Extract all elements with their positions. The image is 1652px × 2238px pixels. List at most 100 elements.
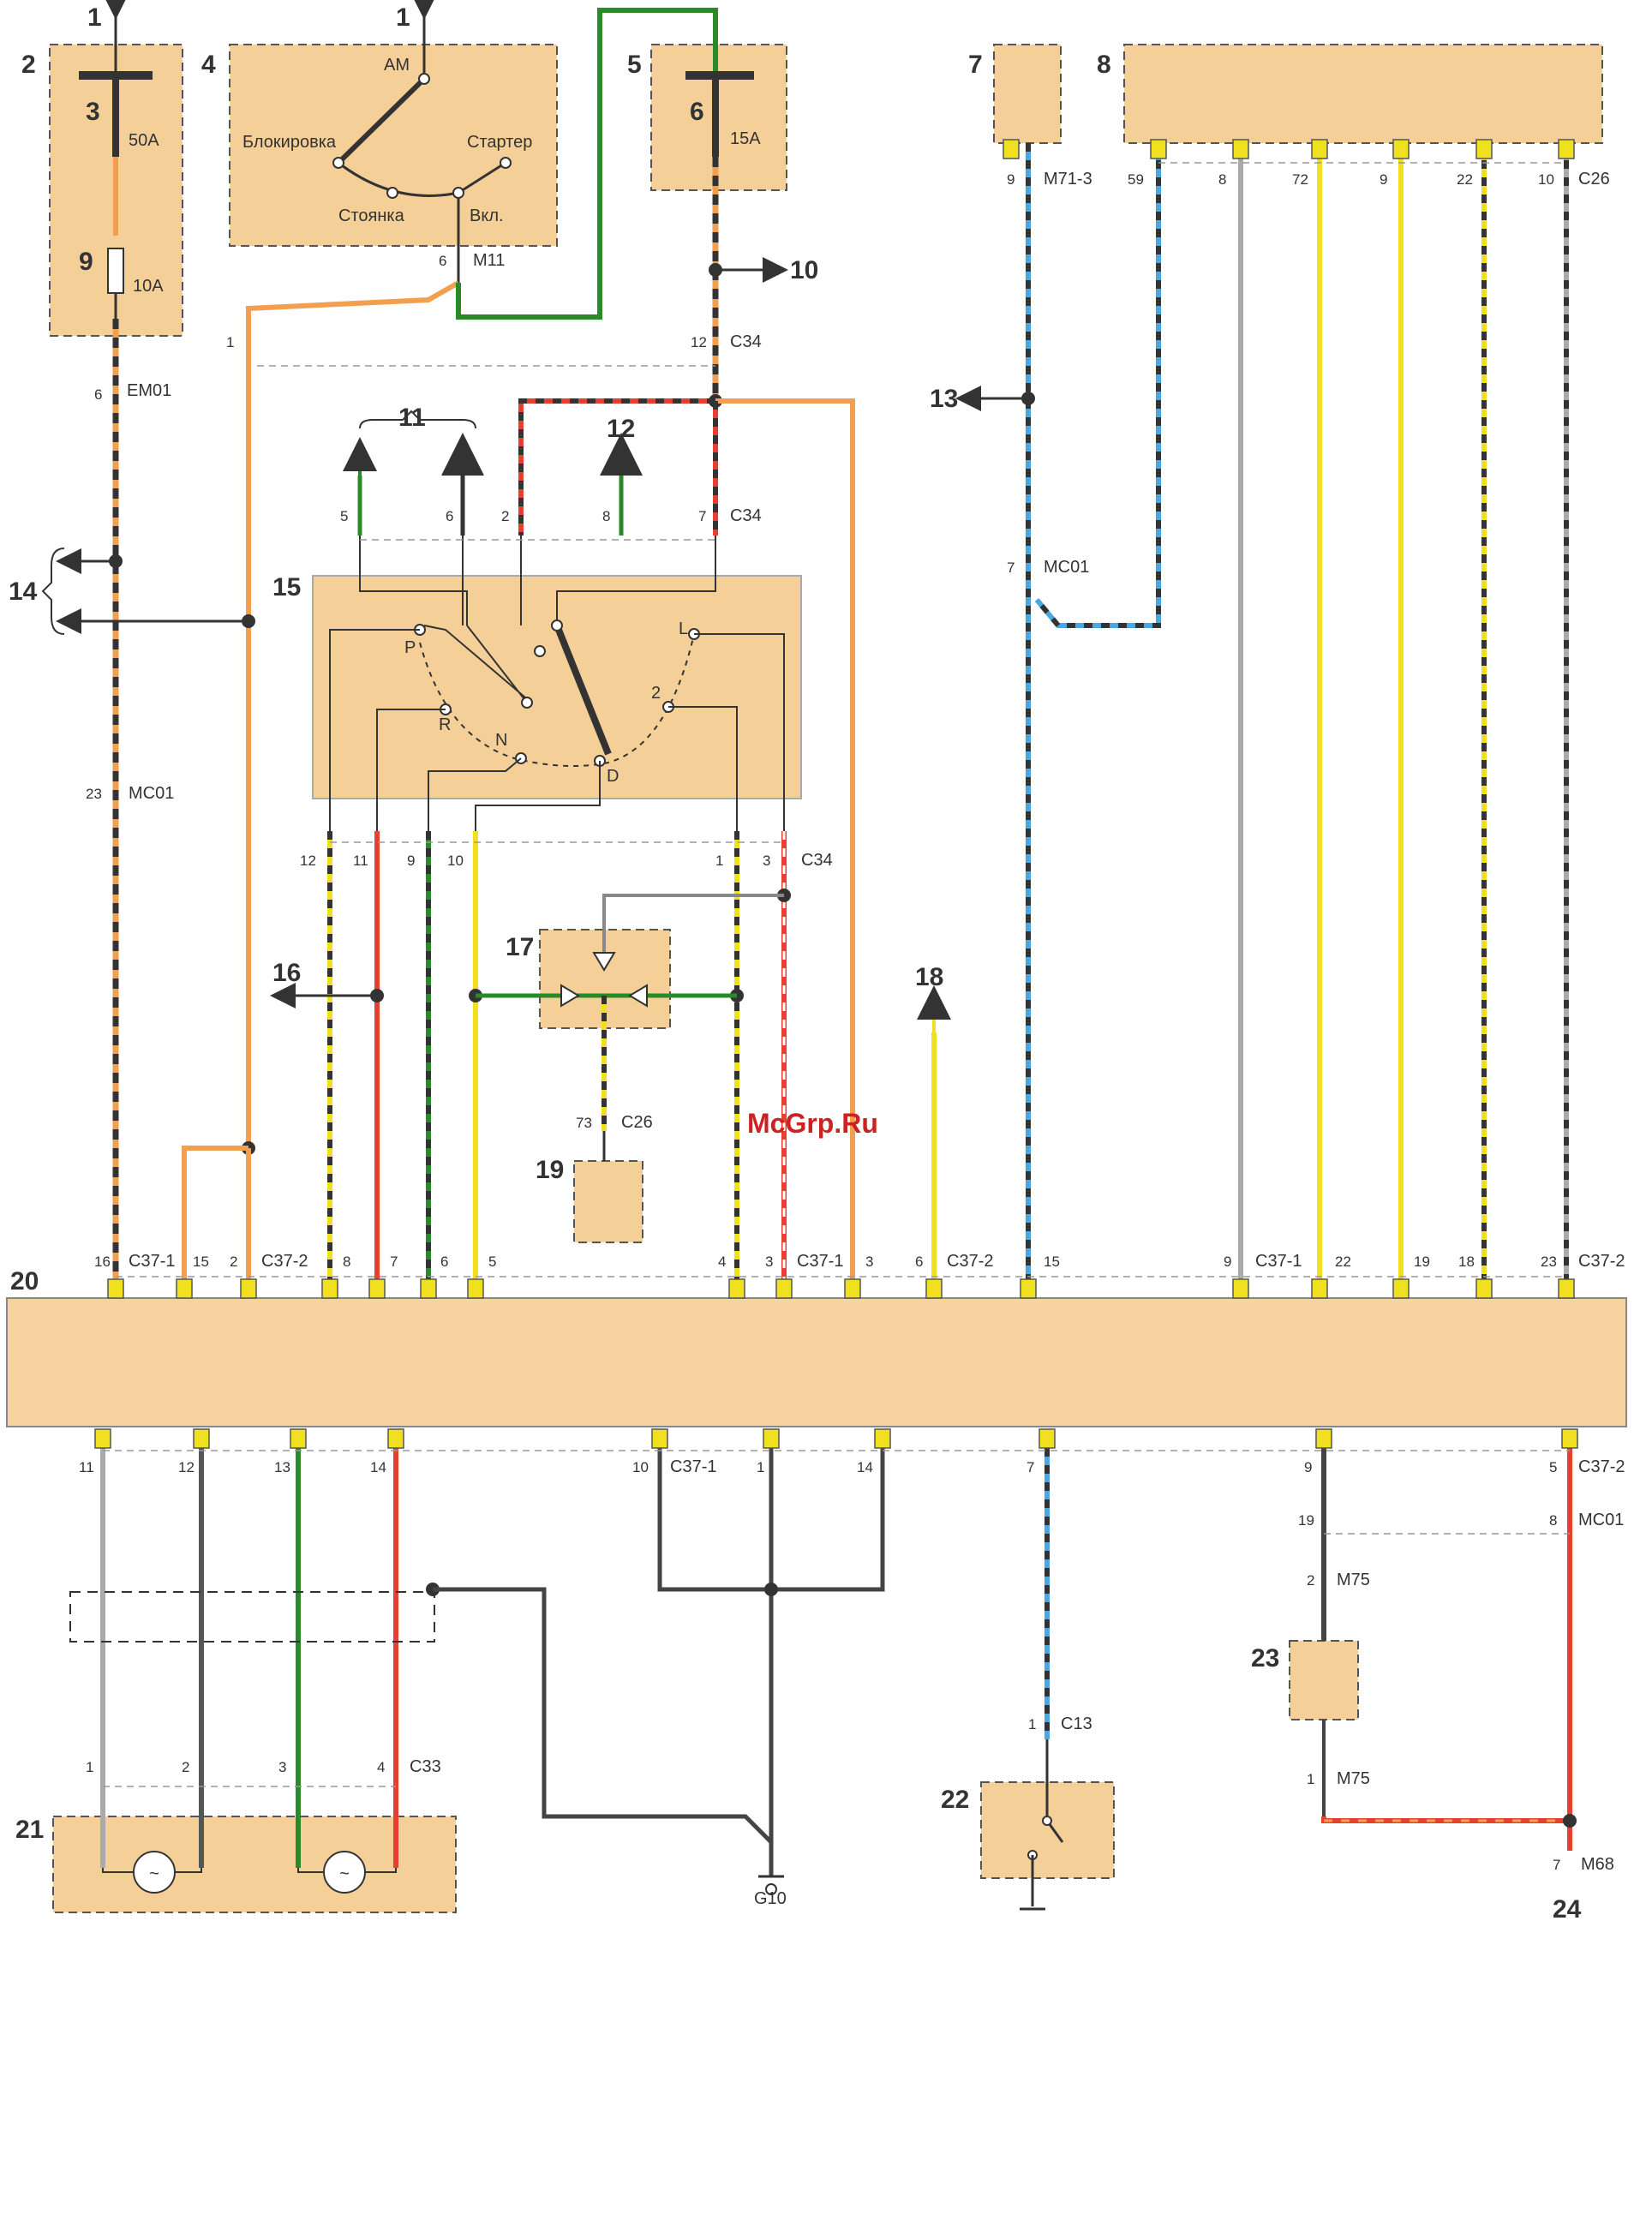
pin-label: 7 xyxy=(390,1254,398,1270)
terminal-block xyxy=(844,1278,861,1299)
pin-label: 6 xyxy=(915,1254,923,1270)
pin-label: 9 xyxy=(1224,1254,1231,1270)
pin-label: 72 xyxy=(1292,171,1308,188)
pin-label: 1 xyxy=(757,1459,764,1475)
pin-label: 7 xyxy=(1007,560,1015,576)
switch-contact-park xyxy=(386,187,398,199)
switch-contact-am xyxy=(418,73,430,85)
shield-symbol xyxy=(69,1591,435,1643)
terminal-block xyxy=(1232,1278,1249,1299)
pin-label: 9 xyxy=(1380,171,1387,188)
pin-label: 2 xyxy=(501,508,509,524)
bracket-11 xyxy=(359,410,476,429)
conn-c26-b: C26 xyxy=(621,1113,653,1132)
wire-orange-c37-3 xyxy=(715,398,855,1281)
terminal-block xyxy=(763,1428,780,1449)
callout-3: 3 xyxy=(86,98,100,126)
conn-c37-2-b: C37-2 xyxy=(947,1252,993,1271)
conn-c34-c: C34 xyxy=(801,851,833,870)
callout-11: 11 xyxy=(398,404,426,432)
terminal-block xyxy=(925,1278,943,1299)
ignition-switch-box-4 xyxy=(229,44,558,247)
conn-c37-1-c: C37-1 xyxy=(1255,1252,1302,1271)
pin-label: 73 xyxy=(576,1115,592,1131)
conn-c37-2-d: C37-2 xyxy=(1578,1457,1625,1476)
pin-label: 4 xyxy=(377,1759,385,1775)
callout-21: 21 xyxy=(15,1816,44,1844)
motor-b-symbol: ~ xyxy=(339,1864,350,1883)
terminal-block xyxy=(387,1428,404,1449)
terminal-block xyxy=(107,1278,124,1299)
selector-inputs xyxy=(359,536,716,625)
switch-blade xyxy=(336,76,427,165)
wire-c26-59-stripe xyxy=(1034,143,1161,628)
terminal-block xyxy=(1020,1278,1037,1299)
terminal-block xyxy=(775,1278,793,1299)
wire-ground-bus xyxy=(657,1448,885,1876)
callout-14: 14 xyxy=(9,577,38,606)
pin-label: 4 xyxy=(718,1254,726,1270)
pin-label: 15 xyxy=(193,1254,209,1270)
terminal-block xyxy=(1038,1428,1056,1449)
callout-13: 13 xyxy=(930,385,958,413)
fuse-9-symbol xyxy=(107,248,124,294)
terminal-block xyxy=(290,1428,307,1449)
ground-eyelet xyxy=(765,1883,777,1895)
switch-contact-on xyxy=(452,187,464,199)
conn-c37-2-a: C37-2 xyxy=(261,1252,308,1271)
terminal-block xyxy=(1475,139,1493,159)
conn-m11: M11 xyxy=(473,251,505,270)
pin-label: 2 xyxy=(182,1759,189,1775)
conn-m68: M68 xyxy=(1581,1855,1614,1874)
terminal-block xyxy=(1558,1278,1575,1299)
diode-c xyxy=(592,952,616,972)
pin-label: 23 xyxy=(1541,1254,1557,1270)
terminal-block xyxy=(321,1278,338,1299)
terminal-block xyxy=(240,1278,257,1299)
pin-label: 19 xyxy=(1298,1512,1314,1529)
conn-c37-1-a: C37-1 xyxy=(129,1252,175,1271)
diode-a xyxy=(560,984,580,1008)
callout-18: 18 xyxy=(915,963,943,991)
wire-m11-orange xyxy=(246,280,460,1148)
selector-arc xyxy=(419,633,695,767)
pin-label: 6 xyxy=(439,253,446,269)
callout-9: 9 xyxy=(79,248,93,276)
pin-label: 2 xyxy=(1307,1572,1314,1589)
callout-15: 15 xyxy=(272,573,301,601)
terminal-block xyxy=(1003,139,1020,159)
terminal-block xyxy=(1315,1428,1332,1449)
pin-label-group: 6 6 12 1 9 59 8 72 9 22 10 5 6 2 8 7 7 2… xyxy=(79,171,1560,1873)
terminal-block xyxy=(368,1278,386,1299)
callout-2: 2 xyxy=(21,51,36,79)
pin-label: 3 xyxy=(865,1254,873,1270)
switch-label-am: AM xyxy=(384,56,410,75)
selector-label-r: R xyxy=(439,715,451,734)
switch-label-starter: Стартер xyxy=(467,133,532,152)
terminal-block xyxy=(651,1428,668,1449)
callout-4: 4 xyxy=(201,51,216,79)
terminal-block xyxy=(1150,139,1167,159)
pin-label: 1 xyxy=(1028,1716,1036,1732)
callout-12: 12 xyxy=(607,415,635,443)
callout-17: 17 xyxy=(506,933,534,961)
conn-c37-2-c: C37-2 xyxy=(1578,1252,1625,1271)
pin-label: 1 xyxy=(1307,1771,1314,1787)
terminal-group xyxy=(94,139,1578,1449)
pin-label: 12 xyxy=(178,1459,195,1475)
pin-label: 19 xyxy=(1414,1254,1430,1270)
selector-label-l: L xyxy=(679,619,688,638)
contact-arm-end xyxy=(521,697,533,709)
callout-1b: 1 xyxy=(396,3,410,32)
fuse-6-rating: 15A xyxy=(730,129,761,148)
conn-g10: G10 xyxy=(754,1889,787,1908)
selector-label-d: D xyxy=(607,767,619,786)
wire-green-feed xyxy=(456,8,718,320)
watermark: McGrp.Ru xyxy=(747,1108,878,1139)
callout-20: 20 xyxy=(10,1267,39,1296)
pin-label: 10 xyxy=(1538,171,1554,188)
pin-label: 1 xyxy=(715,853,723,869)
terminal-block xyxy=(1561,1428,1578,1449)
pin-label: 8 xyxy=(602,508,610,524)
